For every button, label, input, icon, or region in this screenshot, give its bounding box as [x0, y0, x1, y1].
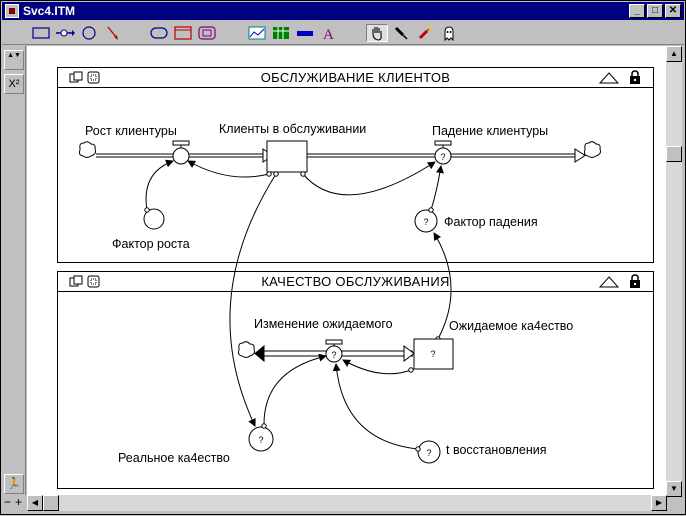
paintbrush-tool-icon[interactable]: [390, 24, 412, 42]
zoom-in-icon[interactable]: +: [15, 495, 23, 509]
connector[interactable]: [342, 359, 412, 375]
expected-change-arrow-left: [254, 344, 265, 363]
growth-valve[interactable]: [172, 140, 190, 165]
horizontal-scrollbar[interactable]: ◀ ▶: [27, 495, 667, 511]
sector-customer-service[interactable]: ОБСЛУЖИВАНИЕ КЛИЕНТОВ: [57, 67, 654, 263]
expected-quality-stock[interactable]: [413, 338, 454, 370]
zoom-out-icon[interactable]: −: [4, 495, 12, 509]
scroll-right-button[interactable]: ▶: [651, 495, 667, 511]
decline-factor-converter[interactable]: [414, 209, 438, 233]
connector-tool-icon[interactable]: [102, 24, 124, 42]
text-tool-icon[interactable]: A: [318, 24, 340, 42]
lock-icon[interactable]: [629, 274, 641, 289]
unknown-mark: ?: [258, 435, 263, 445]
unknown-mark: ?: [440, 152, 445, 162]
horizontal-scroll-thumb[interactable]: [43, 495, 59, 511]
decline-flow-arrow: [574, 148, 586, 163]
growth-flow-label: Рост клиентуры: [85, 124, 177, 138]
cloud-icon[interactable]: [237, 341, 255, 358]
run-button[interactable]: 🏃: [4, 474, 24, 494]
cloud-sink-icon[interactable]: [583, 141, 601, 158]
sector-tool-icon[interactable]: [172, 24, 194, 42]
maximize-button[interactable]: □: [647, 4, 663, 18]
clients-stock[interactable]: [266, 140, 308, 173]
minimize-button[interactable]: _: [629, 4, 645, 18]
real-quality-label: Реальное ка4ество: [118, 451, 230, 465]
decline-flow-label: Падение клиентуры: [432, 124, 549, 138]
unknown-mark: ?: [423, 217, 428, 227]
converter-tool-icon[interactable]: [78, 24, 100, 42]
connector[interactable]: [430, 165, 444, 211]
scroll-left-button[interactable]: ◀: [27, 495, 43, 511]
vertical-scroll-thumb[interactable]: [666, 146, 682, 162]
title-bar[interactable]: Svc4.ITM _ □ ✕: [2, 2, 684, 20]
dynamite-tool-icon[interactable]: [414, 24, 436, 42]
collapse-triangle-icon[interactable]: [599, 276, 619, 288]
close-button[interactable]: ✕: [665, 4, 681, 18]
numeric-display-icon[interactable]: [294, 24, 316, 42]
svg-text:A: A: [323, 27, 334, 41]
expected-quality-label: Ожидаемое ка4ество: [449, 319, 574, 333]
connector[interactable]: [263, 353, 327, 427]
ghost-tool-icon[interactable]: [438, 24, 460, 42]
sector-title: КАЧЕСТВО ОБСЛУЖИВАНИЯ: [261, 274, 450, 289]
clients-stock-label: Клиенты в обслуживании: [219, 122, 367, 136]
table-tool-icon[interactable]: [270, 24, 292, 42]
decision-tool-icon[interactable]: [148, 24, 170, 42]
decline-valve[interactable]: ?: [434, 140, 452, 165]
unknown-mark: ?: [430, 349, 435, 359]
window-title: Svc4.ITM: [23, 4, 76, 18]
decline-factor-label: Фактор падения: [444, 215, 538, 229]
growth-factor-converter[interactable]: [143, 208, 165, 230]
expected-change-label: Изменение ожидаемого: [254, 317, 393, 331]
connector[interactable]: [433, 232, 452, 340]
cloud-source-icon[interactable]: [78, 141, 96, 158]
scroll-down-button[interactable]: ▼: [666, 481, 682, 497]
zoom-controls[interactable]: − +: [2, 495, 26, 511]
real-quality-converter[interactable]: [248, 426, 274, 452]
toolbar: A: [2, 21, 684, 45]
growth-factor-label: Фактор роста: [112, 237, 190, 251]
graph-tool-icon[interactable]: [246, 24, 268, 42]
expected-change-valve[interactable]: ?: [325, 339, 343, 363]
left-toolbar: ▲▼ X² 🏃: [2, 46, 26, 501]
sector-title: ОБСЛУЖИВАНИЕ КЛИЕНТОВ: [260, 70, 451, 85]
lock-icon[interactable]: [629, 70, 641, 85]
connector[interactable]: [332, 363, 419, 450]
expected-change-arrow-right: [403, 345, 415, 362]
sector-header: КАЧЕСТВО ОБСЛУЖИВАНИЯ: [58, 272, 653, 292]
sector-view-icons[interactable]: [69, 71, 101, 85]
scroll-up-button[interactable]: ▲: [666, 46, 682, 62]
unknown-mark: ?: [426, 448, 431, 458]
collapse-triangle-icon[interactable]: [599, 72, 619, 84]
unknown-mark: ?: [331, 350, 336, 360]
connector[interactable]: [229, 173, 277, 427]
recovery-time-label: t восстановления: [446, 443, 547, 457]
app-icon[interactable]: [5, 4, 19, 18]
recovery-time-converter[interactable]: [417, 440, 441, 464]
vertical-scrollbar[interactable]: ▲ ▼: [666, 46, 682, 497]
sector-header: ОБСЛУЖИВАНИЕ КЛИЕНТОВ: [58, 68, 653, 88]
module-tool-icon[interactable]: [196, 24, 218, 42]
stock-tool-icon[interactable]: [30, 24, 52, 42]
sector-view-icons[interactable]: [69, 275, 101, 289]
layer-arrows-button[interactable]: ▲▼: [4, 50, 24, 70]
hand-tool-icon[interactable]: [366, 24, 388, 42]
connector[interactable]: [302, 161, 436, 196]
connector[interactable]: [145, 159, 174, 211]
sigma-toggle-button[interactable]: X²: [4, 74, 24, 94]
sector-service-quality[interactable]: КАЧЕСТВО ОБСЛУЖИВАНИЯ: [57, 271, 654, 489]
flow-tool-icon[interactable]: [54, 24, 76, 42]
connector[interactable]: [187, 160, 270, 178]
